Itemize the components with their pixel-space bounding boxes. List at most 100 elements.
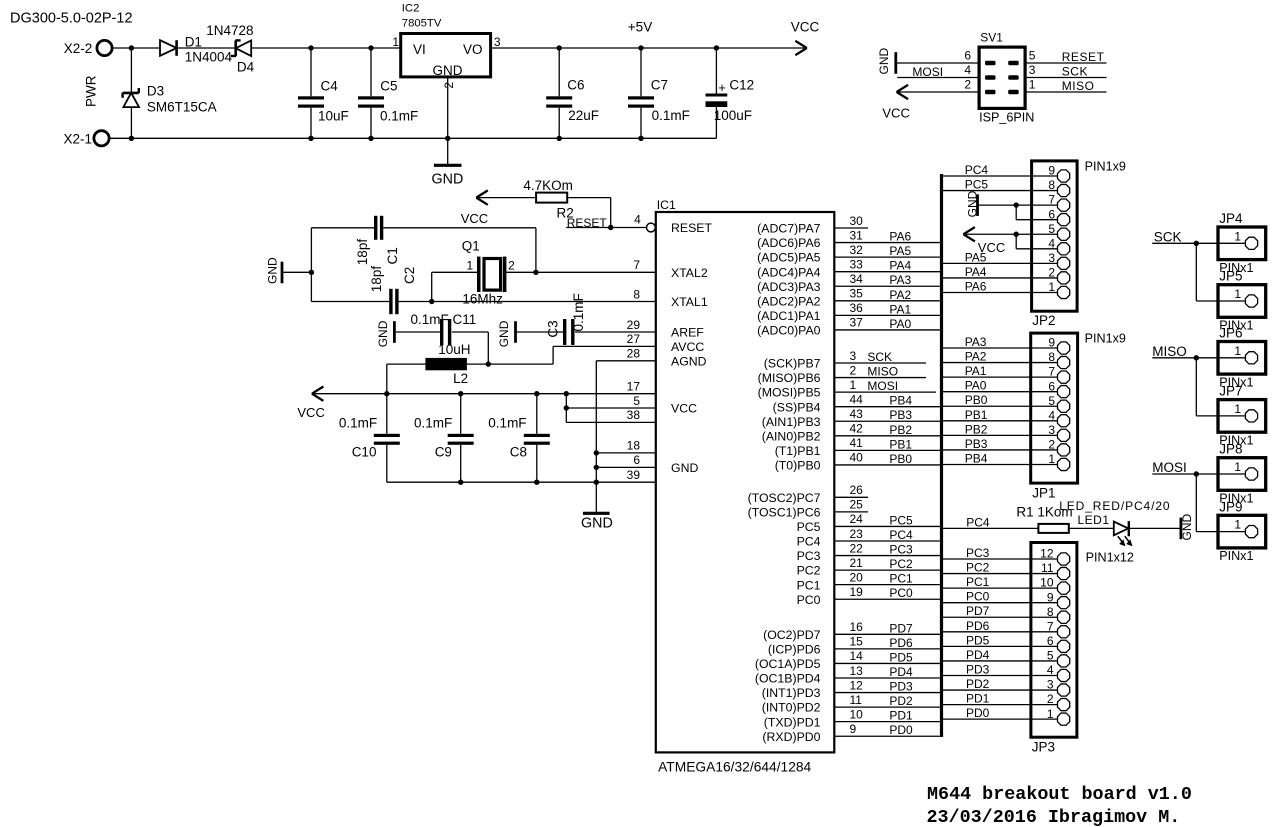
svg-text:5: 5 xyxy=(1048,222,1055,236)
svg-text:1: 1 xyxy=(1234,518,1241,532)
svg-text:35: 35 xyxy=(850,287,864,301)
svg-text:PINx1: PINx1 xyxy=(1219,492,1253,506)
svg-text:0.1mF C11: 0.1mF C11 xyxy=(411,312,477,327)
svg-text:4: 4 xyxy=(634,212,641,226)
svg-text:PA4: PA4 xyxy=(889,259,911,273)
svg-text:MISO: MISO xyxy=(867,365,898,379)
svg-text:JP6: JP6 xyxy=(1219,326,1242,341)
svg-text:2: 2 xyxy=(1047,692,1054,706)
svg-text:C2: C2 xyxy=(402,267,417,284)
svg-text:R2: R2 xyxy=(557,205,574,220)
svg-text:9: 9 xyxy=(1048,336,1055,350)
svg-text:MOSI: MOSI xyxy=(912,65,943,79)
svg-text:C8: C8 xyxy=(510,445,527,460)
svg-text:8: 8 xyxy=(1047,605,1054,619)
svg-text:(T0)PB0: (T0)PB0 xyxy=(775,459,821,473)
svg-text:(OC1A)PD5: (OC1A)PD5 xyxy=(755,657,821,671)
svg-text:24: 24 xyxy=(850,512,864,526)
svg-text:18: 18 xyxy=(627,439,641,453)
svg-text:PA5: PA5 xyxy=(965,250,987,264)
svg-text:(SS)PB4: (SS)PB4 xyxy=(773,400,821,414)
svg-text:GND: GND xyxy=(581,516,613,532)
svg-text:PA2: PA2 xyxy=(889,288,911,302)
svg-text:1: 1 xyxy=(1234,344,1241,358)
svg-text:1: 1 xyxy=(1234,229,1241,243)
svg-text:PC5: PC5 xyxy=(889,513,913,527)
svg-text:JP8: JP8 xyxy=(1219,442,1242,457)
svg-text:39: 39 xyxy=(627,468,641,482)
svg-text:PD6: PD6 xyxy=(966,619,990,633)
svg-text:C6: C6 xyxy=(567,78,584,93)
svg-text:9: 9 xyxy=(1047,590,1054,604)
svg-text:XTAL1: XTAL1 xyxy=(671,295,708,309)
svg-text:4: 4 xyxy=(1048,236,1055,250)
svg-text:PIN1x12: PIN1x12 xyxy=(1086,551,1134,565)
svg-text:PD4: PD4 xyxy=(889,665,913,679)
svg-text:JP7: JP7 xyxy=(1219,384,1242,399)
svg-text:2: 2 xyxy=(850,363,857,377)
svg-text:MOSI: MOSI xyxy=(1152,460,1187,475)
svg-text:34: 34 xyxy=(850,272,864,286)
svg-text:31: 31 xyxy=(850,228,864,242)
svg-text:MISO: MISO xyxy=(1062,79,1095,93)
svg-text:18pf: 18pf xyxy=(369,266,384,293)
svg-text:PA0: PA0 xyxy=(889,317,911,331)
svg-text:3: 3 xyxy=(1029,63,1036,77)
svg-text:3: 3 xyxy=(850,349,857,363)
svg-text:AVCC: AVCC xyxy=(671,340,704,354)
svg-text:PD2: PD2 xyxy=(966,677,990,691)
svg-text:C1: C1 xyxy=(385,247,400,264)
svg-text:GND: GND xyxy=(965,190,979,217)
svg-text:23: 23 xyxy=(850,527,864,541)
svg-text:SV1: SV1 xyxy=(980,30,1003,44)
svg-text:6: 6 xyxy=(1048,207,1055,221)
svg-text:R1 1Kom: R1 1Kom xyxy=(1016,505,1072,520)
svg-text:PB4: PB4 xyxy=(889,394,912,408)
svg-text:PA1: PA1 xyxy=(889,302,911,316)
svg-text:PB1: PB1 xyxy=(965,408,988,422)
svg-text:XTAL2: XTAL2 xyxy=(671,266,708,280)
svg-text:(ADC4)PA4: (ADC4)PA4 xyxy=(757,265,820,279)
svg-text:PINx1: PINx1 xyxy=(1219,375,1253,389)
svg-text:VI: VI xyxy=(413,42,426,57)
svg-text:1: 1 xyxy=(1234,287,1241,301)
svg-text:GND: GND xyxy=(671,461,698,475)
svg-text:PD3: PD3 xyxy=(889,680,913,694)
svg-text:PB4: PB4 xyxy=(965,451,988,465)
svg-text:DG300-5.0-02P-12: DG300-5.0-02P-12 xyxy=(10,11,133,27)
svg-text:PC1: PC1 xyxy=(797,578,821,592)
svg-text:16: 16 xyxy=(850,620,864,634)
svg-text:1N4728: 1N4728 xyxy=(206,23,253,38)
svg-text:PD4: PD4 xyxy=(966,648,990,662)
svg-text:C7: C7 xyxy=(651,78,668,93)
svg-text:1: 1 xyxy=(467,259,474,273)
svg-text:27: 27 xyxy=(627,332,641,346)
svg-text:1: 1 xyxy=(1047,707,1054,721)
svg-text:40: 40 xyxy=(850,451,864,465)
svg-text:38: 38 xyxy=(627,408,641,422)
svg-text:44: 44 xyxy=(850,392,864,406)
svg-text:PD5: PD5 xyxy=(889,650,913,664)
svg-text:PC4: PC4 xyxy=(966,515,990,529)
svg-text:2: 2 xyxy=(1048,266,1055,280)
svg-text:(AIN1)PB3: (AIN1)PB3 xyxy=(762,415,821,429)
svg-text:1: 1 xyxy=(392,35,399,49)
svg-text:30: 30 xyxy=(850,214,864,228)
svg-text:GND: GND xyxy=(433,63,463,78)
svg-text:5: 5 xyxy=(1029,49,1036,63)
svg-text:5: 5 xyxy=(1048,394,1055,408)
svg-text:JP3: JP3 xyxy=(1032,740,1055,755)
svg-text:PINx1: PINx1 xyxy=(1219,319,1253,333)
svg-text:PD3: PD3 xyxy=(966,662,990,676)
svg-text:26: 26 xyxy=(850,483,864,497)
svg-text:C12: C12 xyxy=(729,78,754,93)
svg-text:(INT0)PD2: (INT0)PD2 xyxy=(762,701,821,715)
svg-text:VO: VO xyxy=(463,42,483,57)
svg-text:(INT1)PD3: (INT1)PD3 xyxy=(762,686,821,700)
svg-text:GND: GND xyxy=(1180,514,1194,541)
svg-text:18pf: 18pf xyxy=(355,239,370,266)
svg-text:36: 36 xyxy=(850,301,864,315)
svg-text:(TOSC1)PC6: (TOSC1)PC6 xyxy=(748,505,821,519)
svg-text:PC2: PC2 xyxy=(889,557,913,571)
svg-text:PD0: PD0 xyxy=(889,723,913,737)
